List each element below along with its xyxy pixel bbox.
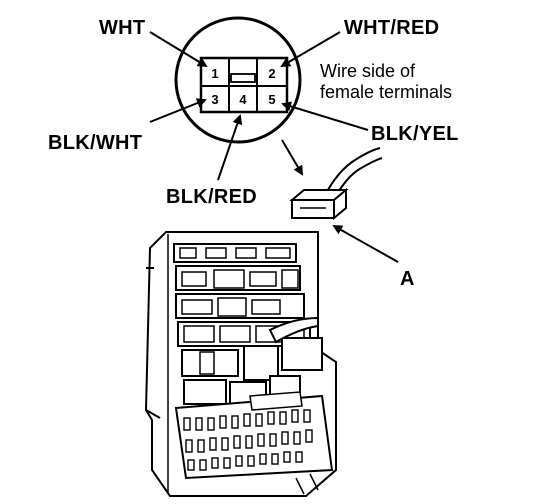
connector-plug-a bbox=[289, 147, 383, 221]
wire-side-note-line1: Wire side of bbox=[320, 61, 416, 81]
wire-color-label-blk-yel: BLK/YEL bbox=[371, 123, 459, 145]
part-callout-a: A bbox=[400, 268, 415, 290]
connector-face-detail: 1 2 3 4 5 bbox=[174, 16, 302, 144]
terminal-1-label: 1 bbox=[211, 66, 218, 81]
wire-color-label-blk-red: BLK/RED bbox=[166, 186, 257, 208]
terminal-4-label: 4 bbox=[239, 92, 247, 107]
terminal-5-label: 5 bbox=[268, 92, 275, 107]
terminal-3-label: 3 bbox=[211, 92, 218, 107]
wire-color-label-blk-wht: BLK/WHT bbox=[48, 132, 143, 154]
wire-color-label-wht-red: WHT/RED bbox=[344, 17, 440, 39]
wire-side-note-line2: female terminals bbox=[320, 82, 453, 102]
wire-side-note: Wire side of female terminals bbox=[320, 61, 452, 103]
wire-color-label-wht: WHT bbox=[99, 17, 146, 39]
leader-arrows bbox=[149, 31, 399, 263]
terminal-2-label: 2 bbox=[268, 66, 275, 81]
fuse-relay-box bbox=[144, 231, 337, 497]
